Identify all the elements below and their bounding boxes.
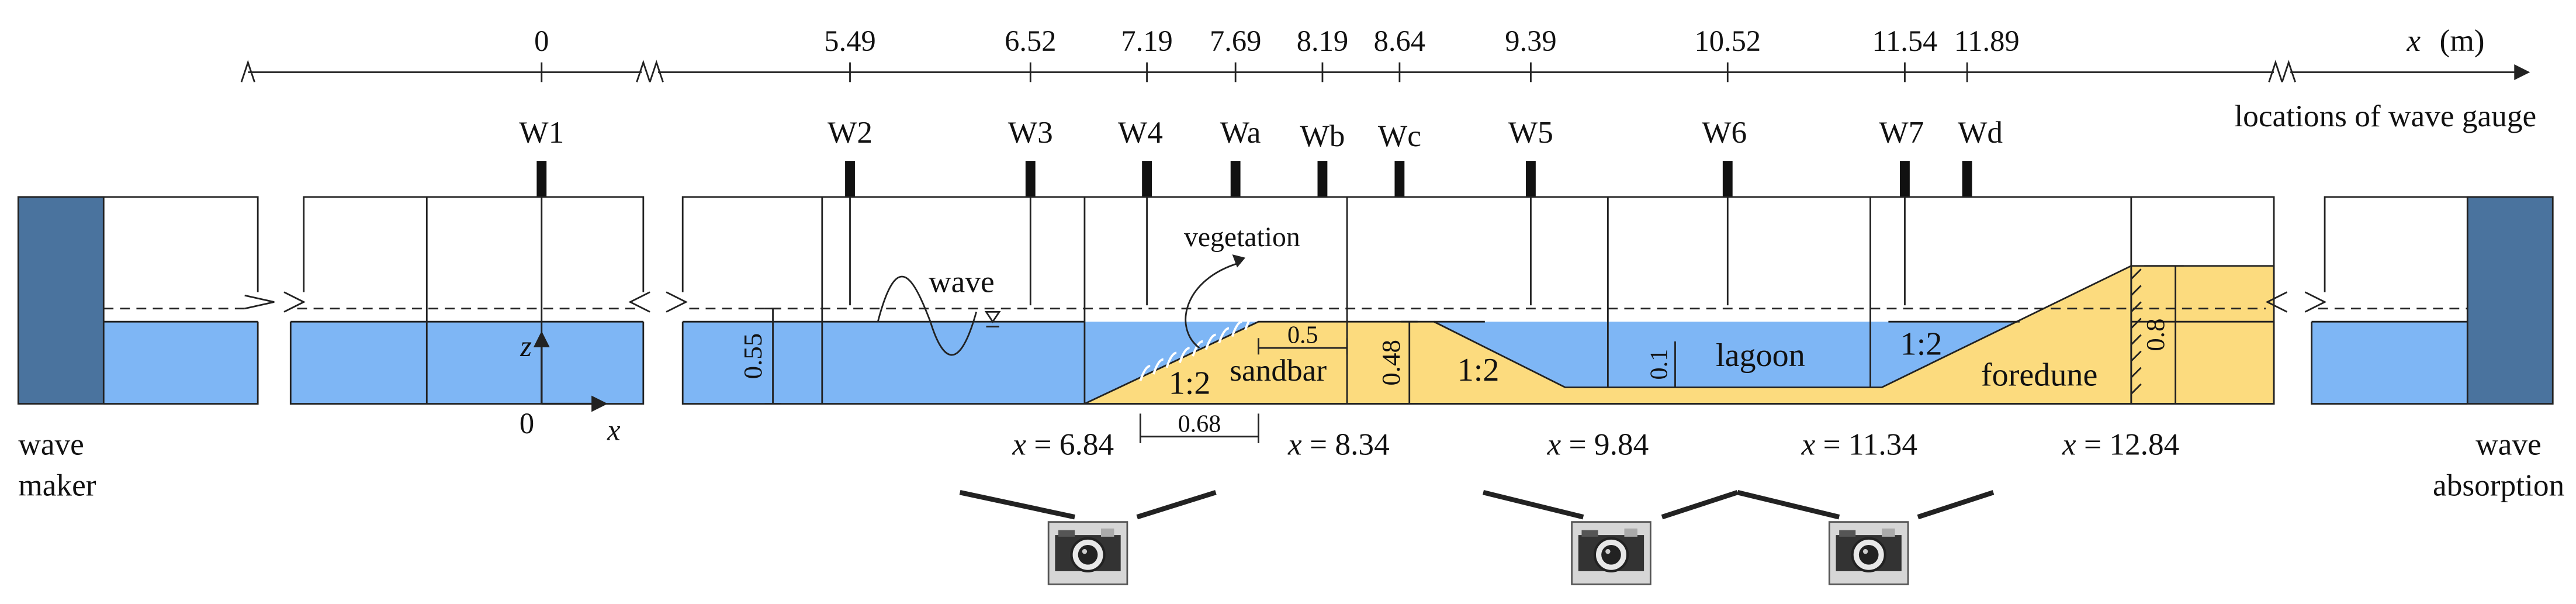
- gauge-sensor: [1722, 161, 1733, 197]
- tick-label: 0: [534, 25, 549, 57]
- depth-label: 0.55: [738, 333, 767, 379]
- axis-unit: (m): [2440, 23, 2485, 58]
- crest-width-label: 0.5: [1287, 322, 1318, 349]
- gauge-labels: W1 W2 W3 W4 Wa Wb Wc W5 W6 W7 Wd: [519, 115, 2003, 153]
- gauge-sensor: [1142, 161, 1152, 197]
- absorber-label-line: absorption: [2433, 468, 2564, 503]
- foredune-label: foredune: [1981, 357, 2097, 394]
- gauge-sensor: [1900, 161, 1910, 197]
- gauge-label: W2: [827, 115, 872, 150]
- gauge-sensor: [1526, 161, 1536, 197]
- tick-label: 6.52: [1005, 25, 1056, 57]
- wave-label: wave: [929, 264, 995, 299]
- position-label: x = 6.84: [1012, 427, 1114, 462]
- gauge-sensor: [1394, 161, 1405, 197]
- gauge-label: W7: [1879, 115, 1924, 150]
- position-label: x = 12.84: [2062, 427, 2179, 462]
- maker-label-line: maker: [18, 468, 96, 503]
- depth-dimension: [764, 308, 781, 405]
- sandbar-label: sandbar: [1230, 353, 1327, 388]
- vegetation-stems: [1139, 313, 1256, 381]
- slope-front-label: 1:2: [1169, 365, 1211, 402]
- camera-fov-lines: [959, 490, 1995, 520]
- origin-label: 0: [520, 407, 534, 440]
- tick-label: 8.19: [1297, 25, 1348, 57]
- camera-icon: [1572, 522, 1651, 585]
- tick-label: 11.54: [1872, 25, 1938, 57]
- wave-curve: [877, 275, 978, 356]
- gauge-label: W4: [1118, 115, 1163, 150]
- veg-width-label: 0.68: [1178, 410, 1221, 437]
- x-axis: [240, 60, 2530, 82]
- flume-segment-main: [666, 196, 2288, 405]
- absorber-label: wave absorption: [2433, 427, 2564, 503]
- gauge-sensor: [1962, 161, 1972, 197]
- absorber-label-line: wave: [2475, 427, 2542, 462]
- water-level-marker: [984, 310, 1001, 328]
- tick-label: 7.19: [1121, 25, 1172, 57]
- position-label: x = 11.34: [1801, 427, 1917, 462]
- position-labels: x = 6.84 x = 8.34 x = 9.84 x = 11.34 x =…: [1012, 427, 2179, 462]
- gauge-sensor: [1317, 161, 1328, 197]
- flume-segment-maker: [17, 196, 275, 405]
- tick-label: 9.39: [1505, 25, 1556, 57]
- wave-maker-paddle: [17, 196, 105, 405]
- gauge-caption: locations of wave gauge: [2234, 98, 2536, 133]
- gauge-label: W1: [519, 115, 564, 150]
- flume-segment-absorber: [2304, 196, 2554, 405]
- gauge-sensor: [1025, 161, 1036, 197]
- dune-height-dimension: [2144, 265, 2184, 405]
- z-axis-label: z: [520, 330, 532, 363]
- crest-width-dimension: [1258, 338, 1348, 355]
- gauge-label: W3: [1008, 115, 1053, 150]
- gauge-label: W6: [1702, 115, 1747, 150]
- gauge-label: Wd: [1958, 115, 2003, 150]
- dune-height-label: 0.8: [2141, 319, 2170, 351]
- tick-label: 7.69: [1210, 25, 1261, 57]
- camera-icon: [1048, 522, 1127, 585]
- x-axis-tick-labels: 0 5.49 6.52 7.19 7.69 8.19 8.64 9.39 10.…: [534, 25, 2020, 57]
- camera-icon: [1829, 522, 1908, 585]
- position-label: x = 8.34: [1287, 427, 1390, 462]
- maker-label: wave maker: [18, 427, 96, 503]
- tick-label: 8.64: [1374, 25, 1425, 57]
- vegetation-label: vegetation: [1184, 222, 1300, 253]
- gauge-label: Wb: [1300, 118, 1345, 153]
- veg-width-dimension: [1139, 413, 1259, 443]
- gauge-label: W5: [1508, 115, 1553, 150]
- sandbar-height-label: 0.48: [1376, 340, 1405, 386]
- lagoon-depth-label: 0.1: [1645, 349, 1673, 380]
- gauge-label: Wc: [1378, 118, 1421, 153]
- tick-label: 5.49: [824, 25, 875, 57]
- axis-variable: x: [2406, 23, 2421, 58]
- vegetation-pointer: [1185, 261, 1241, 349]
- maker-label-line: wave: [18, 427, 84, 462]
- dune-wall: [2130, 265, 2142, 404]
- origin-axes: [533, 331, 608, 412]
- slope-back-label: 1:2: [1457, 352, 1500, 388]
- gauge-sensor: [536, 161, 547, 197]
- tick-label: 10.52: [1694, 25, 1761, 57]
- x-axis-label: x: [607, 413, 621, 446]
- gauge-sensor: [1230, 161, 1241, 197]
- position-label: x = 9.84: [1547, 427, 1649, 462]
- flume-segment-2: [283, 196, 650, 405]
- tick-label: 11.89: [1954, 25, 2020, 57]
- sandbar-height-dimension: [1401, 320, 1418, 405]
- lagoon-label: lagoon: [1716, 337, 1805, 374]
- wave-absorber: [2466, 196, 2554, 405]
- gauge-label: Wa: [1220, 115, 1261, 150]
- gauge-sensors: [536, 161, 1972, 197]
- gauge-sensor: [845, 161, 855, 197]
- slope-dune-label: 1:2: [1900, 326, 1943, 362]
